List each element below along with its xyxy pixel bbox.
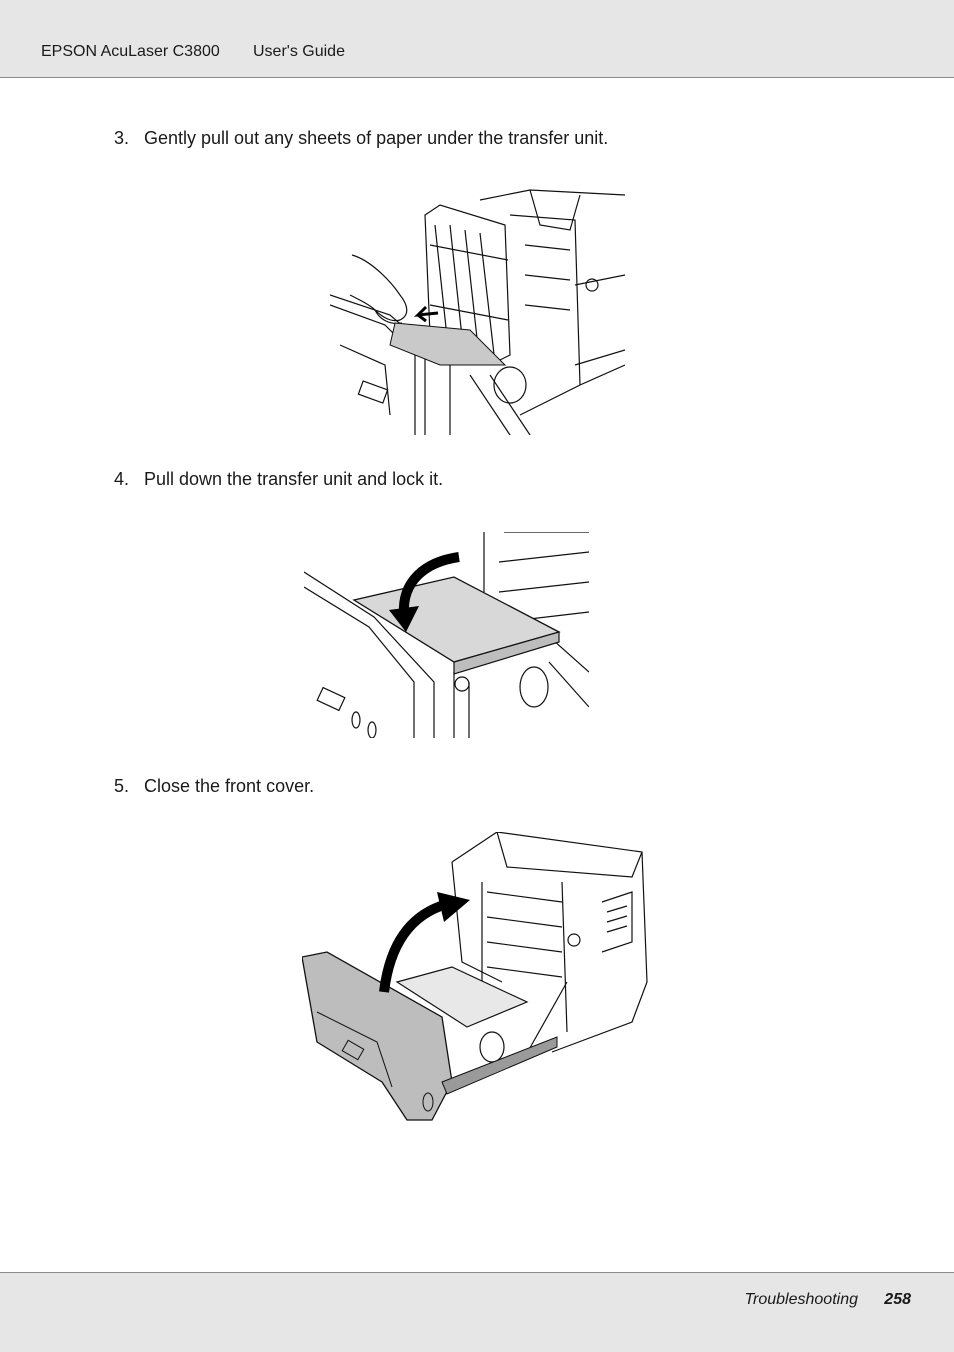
step-number: 4. [114,469,130,489]
figure-lower-transfer-unit [304,532,589,738]
page-footer: Troubleshooting 258 [0,1272,954,1352]
figure-pull-paper [330,185,625,435]
step-text: Pull down the transfer unit and lock it. [144,469,444,489]
page-number: 258 [884,1291,911,1308]
page-header: EPSON AcuLaser C3800 User's Guide [0,0,954,78]
step-number: 5. [114,776,130,796]
step-text: Close the front cover. [144,776,315,796]
step-5: 5. Close the front cover. [114,776,314,797]
step-3: 3. Gently pull out any sheets of paper un… [114,128,608,149]
section-name: Troubleshooting [744,1291,858,1308]
step-number: 3. [114,128,130,148]
guide-title: User's Guide [253,43,345,60]
step-text: Gently pull out any sheets of paper unde… [144,128,609,148]
product-name: EPSON AcuLaser C3800 [41,43,220,60]
step-4: 4. Pull down the transfer unit and lock i… [114,469,443,490]
figure-close-front-cover [302,832,652,1122]
